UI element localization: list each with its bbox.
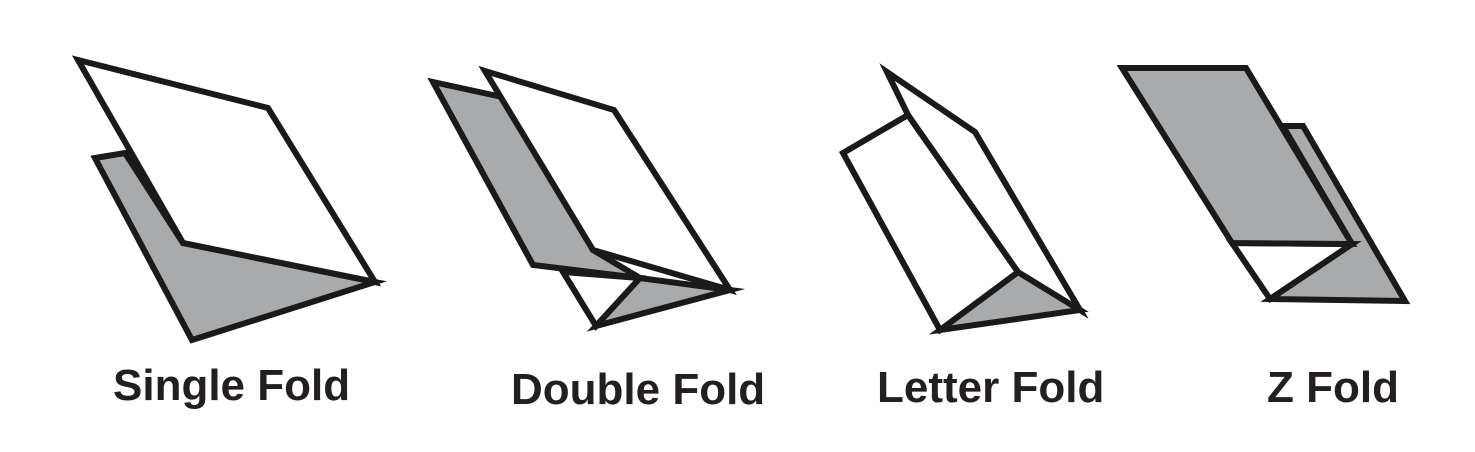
double-fold-bottom-panel [586, 274, 746, 332]
single-fold-front-panel [71, 55, 382, 287]
double-fold-front-panel [478, 65, 737, 296]
z-fold-icon [1116, 65, 1411, 305]
single-fold-label: Single Fold [113, 361, 351, 410]
letter-fold-label: Letter Fold [877, 363, 1105, 412]
z-fold-label: Z Fold [1267, 363, 1399, 412]
double-fold-label: Double Fold [511, 365, 766, 414]
double-fold-back-panel [427, 77, 654, 283]
single-fold-icon [71, 55, 387, 344]
letter-fold-front-panel [879, 63, 1089, 319]
letter-fold-icon [838, 63, 1089, 335]
z-fold-front-panel [1116, 65, 1358, 248]
double-fold-icon [427, 65, 746, 332]
